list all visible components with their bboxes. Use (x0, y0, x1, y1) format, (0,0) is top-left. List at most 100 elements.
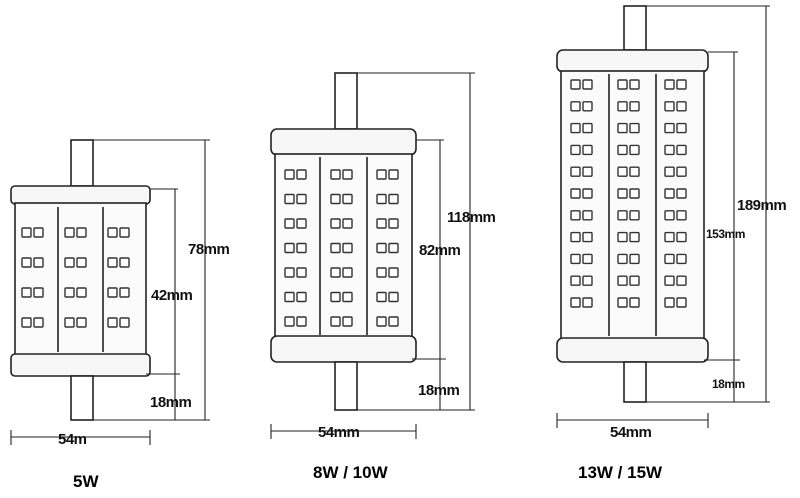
led-chip (107, 227, 118, 238)
lamp-body (14, 202, 147, 356)
lamp-5w (10, 139, 151, 421)
led-chip (119, 287, 130, 298)
bottom-cap (10, 353, 151, 377)
caption-8w-10w: 8W / 10W (313, 463, 389, 482)
bottom-cap (270, 335, 417, 363)
led-chip (107, 287, 118, 298)
led-chip (617, 79, 628, 90)
chip-grid (570, 79, 687, 308)
dimension-lines-8w-10w (270, 72, 475, 439)
led-chip (64, 257, 75, 268)
dim-body-8w-10w: 82mm (419, 242, 461, 259)
led-chip (570, 188, 581, 199)
led-chip (570, 210, 581, 221)
led-chip (342, 169, 353, 180)
led-chip (21, 227, 32, 238)
chip-grid (21, 227, 130, 328)
led-chip (76, 257, 87, 268)
led-chip (284, 316, 295, 327)
led-chip (388, 291, 399, 303)
led-chip (376, 193, 387, 205)
led-chip (330, 242, 341, 254)
led-chip (284, 218, 295, 229)
caption-13w-15w: 13W / 15W (578, 463, 663, 482)
led-chip (64, 287, 75, 298)
led-chip (617, 275, 628, 286)
led-chip (388, 267, 399, 278)
led-chip (617, 231, 628, 243)
led-chip (33, 227, 44, 238)
led-chip (582, 231, 593, 243)
bottom-cap (556, 337, 709, 363)
led-chip (376, 291, 387, 303)
led-chip (284, 242, 295, 254)
led-chip (76, 287, 87, 298)
led-chip (388, 242, 399, 254)
led-chip (284, 169, 295, 180)
led-chip (582, 275, 593, 286)
led-chip (376, 267, 387, 278)
top-pin (70, 139, 94, 187)
led-chip (330, 193, 341, 205)
led-chip (629, 231, 640, 243)
top-cap (556, 49, 709, 73)
led-chip (664, 101, 675, 112)
led-chip (107, 317, 118, 328)
led-chip (676, 253, 687, 265)
lamp-8w-10w (270, 72, 417, 411)
led-chip (21, 317, 32, 328)
led-chip (284, 193, 295, 205)
led-chip (330, 316, 341, 327)
lamp-13w-15w (556, 5, 709, 403)
led-chip (617, 253, 628, 265)
led-chip (676, 101, 687, 112)
led-chip (629, 166, 640, 177)
led-chip (21, 287, 32, 298)
led-chip (342, 316, 353, 327)
dim-body-13w-15w: 153mm (706, 227, 745, 241)
dimension-lines-5w (10, 139, 210, 445)
bottom-pin (70, 375, 94, 421)
led-chip (676, 144, 687, 156)
led-chip (570, 144, 581, 156)
led-chip (582, 166, 593, 177)
led-chip (376, 316, 387, 327)
dim-total-8w-10w: 118mm (447, 209, 496, 226)
led-chip (119, 227, 130, 238)
led-chip (570, 101, 581, 112)
led-chip (284, 267, 295, 278)
led-chip (629, 210, 640, 221)
led-chip (107, 257, 118, 268)
led-chip (617, 166, 628, 177)
led-chip (664, 144, 675, 156)
led-chip (664, 122, 675, 134)
bottom-pin (623, 361, 647, 403)
led-chip (629, 144, 640, 156)
led-chip (617, 297, 628, 308)
led-chip (296, 291, 307, 303)
top-pin (334, 72, 358, 130)
led-chip (388, 169, 399, 180)
led-chip (33, 287, 44, 298)
led-chip (582, 144, 593, 156)
dim-total-13w-15w: 189mm (737, 197, 786, 214)
led-chip (64, 317, 75, 328)
caption-5w: 5W (73, 472, 99, 491)
led-chip (629, 101, 640, 112)
bottom-pin (334, 361, 358, 411)
led-chip (676, 275, 687, 286)
led-chip (342, 218, 353, 229)
top-cap (270, 128, 417, 156)
led-chip (617, 144, 628, 156)
led-chip (296, 218, 307, 229)
led-chip (676, 210, 687, 221)
led-chip (76, 317, 87, 328)
led-chip (676, 188, 687, 199)
dim-width-13w-15w: 54mm (610, 424, 652, 441)
dimension-lines-13w-15w (556, 5, 770, 428)
led-chip (629, 122, 640, 134)
led-chip (342, 242, 353, 254)
led-chip (676, 79, 687, 90)
dim-width-8w-10w: 54mm (318, 424, 360, 441)
